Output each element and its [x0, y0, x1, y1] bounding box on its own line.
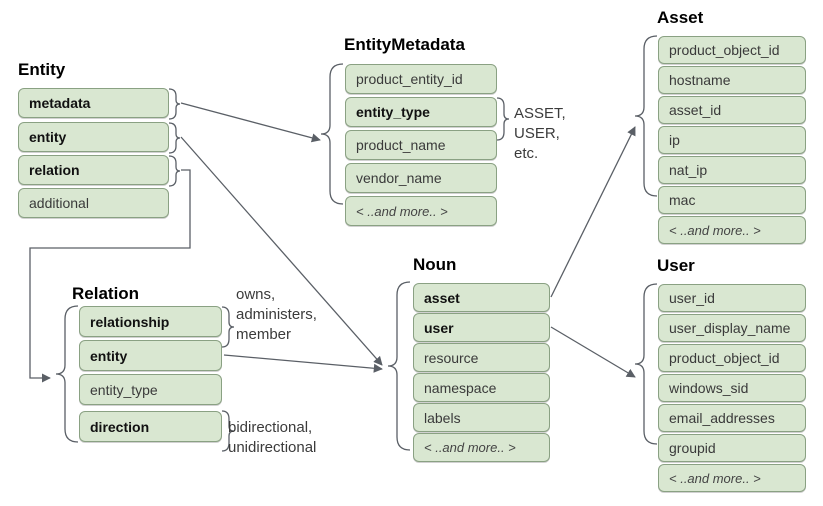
field-user-product-object-id[interactable]: product_object_id	[658, 344, 806, 372]
brace-noun-group	[387, 281, 411, 451]
field-noun-asset[interactable]: asset	[413, 283, 550, 312]
annotation-line: etc.	[514, 145, 539, 162]
group-title-entity: Entity	[18, 60, 66, 79]
field-entitymetadata-more[interactable]: < ..and more.. >	[345, 196, 497, 226]
field-asset-nat-ip[interactable]: nat_ip	[658, 156, 806, 184]
field-asset-hostname[interactable]: hostname	[658, 66, 806, 94]
annotation-line: unidirectional	[228, 439, 317, 456]
annotation-direction-values: bidirectional, unidirectional	[228, 418, 316, 458]
field-relation-entity-type[interactable]: entity_type	[79, 374, 222, 405]
annotation-line: owns,	[236, 286, 276, 303]
field-entity-metadata[interactable]: metadata	[18, 88, 169, 118]
field-user-more[interactable]: < ..and more.. >	[658, 464, 806, 492]
field-entitymetadata-product-name[interactable]: product_name	[345, 130, 497, 160]
field-noun-namespace[interactable]: namespace	[413, 373, 550, 402]
brace-entity-type-values	[496, 97, 510, 141]
brace-relationship-values	[221, 306, 235, 348]
edge-noun-user-to-user	[550, 326, 636, 378]
field-asset-more[interactable]: < ..and more.. >	[658, 216, 806, 244]
annotation-relationship-values: owns, administers, member	[236, 285, 317, 345]
field-noun-user[interactable]: user	[413, 313, 550, 342]
field-entitymetadata-vendor-name[interactable]: vendor_name	[345, 163, 497, 193]
edge-metadata-to-entitymetadata	[180, 102, 321, 143]
field-asset-product-object-id[interactable]: product_object_id	[658, 36, 806, 64]
field-noun-resource[interactable]: resource	[413, 343, 550, 372]
field-noun-more[interactable]: < ..and more.. >	[413, 433, 550, 462]
edge-relation-entity-to-noun	[223, 354, 383, 373]
brace-relation-group	[55, 305, 79, 443]
field-user-user-id[interactable]: user_id	[658, 284, 806, 312]
field-entity-additional[interactable]: additional	[18, 188, 169, 218]
group-title-relation: Relation	[72, 284, 140, 303]
brace-entity-metadata-group	[320, 63, 344, 205]
group-title-entity-metadata: EntityMetadata	[344, 35, 465, 54]
annotation-line: bidirectional,	[228, 419, 313, 436]
brace-entity-entity	[168, 122, 181, 154]
field-entitymetadata-entity-type[interactable]: entity_type	[345, 97, 497, 127]
annotation-entity-type-values: ASSET, USER, etc.	[514, 104, 566, 164]
field-user-windows-sid[interactable]: windows_sid	[658, 374, 806, 402]
field-relation-direction[interactable]: direction	[79, 411, 222, 442]
field-relation-entity[interactable]: entity	[79, 340, 222, 371]
field-noun-labels[interactable]: labels	[413, 403, 550, 432]
field-asset-mac[interactable]: mac	[658, 186, 806, 214]
field-user-groupid[interactable]: groupid	[658, 434, 806, 462]
group-title-asset: Asset	[657, 8, 704, 27]
annotation-line: ASSET,	[514, 105, 566, 122]
annotation-line: member	[236, 326, 292, 343]
brace-user-group	[634, 283, 658, 445]
group-title-noun: Noun	[413, 255, 457, 274]
brace-entity-relation	[168, 155, 181, 187]
field-asset-asset-id[interactable]: asset_id	[658, 96, 806, 124]
annotation-line: administers,	[236, 306, 317, 323]
field-entitymetadata-product-entity-id[interactable]: product_entity_id	[345, 64, 497, 94]
group-title-user: User	[657, 256, 695, 275]
brace-entity-metadata	[168, 88, 181, 120]
field-asset-ip[interactable]: ip	[658, 126, 806, 154]
field-entity-entity[interactable]: entity	[18, 122, 169, 152]
annotation-line: USER,	[514, 125, 560, 142]
field-user-user-display-name[interactable]: user_display_name	[658, 314, 806, 342]
field-entity-relation[interactable]: relation	[18, 155, 169, 185]
brace-asset-group	[634, 35, 658, 197]
field-user-email-addresses[interactable]: email_addresses	[658, 404, 806, 432]
field-relation-relationship[interactable]: relationship	[79, 306, 222, 337]
